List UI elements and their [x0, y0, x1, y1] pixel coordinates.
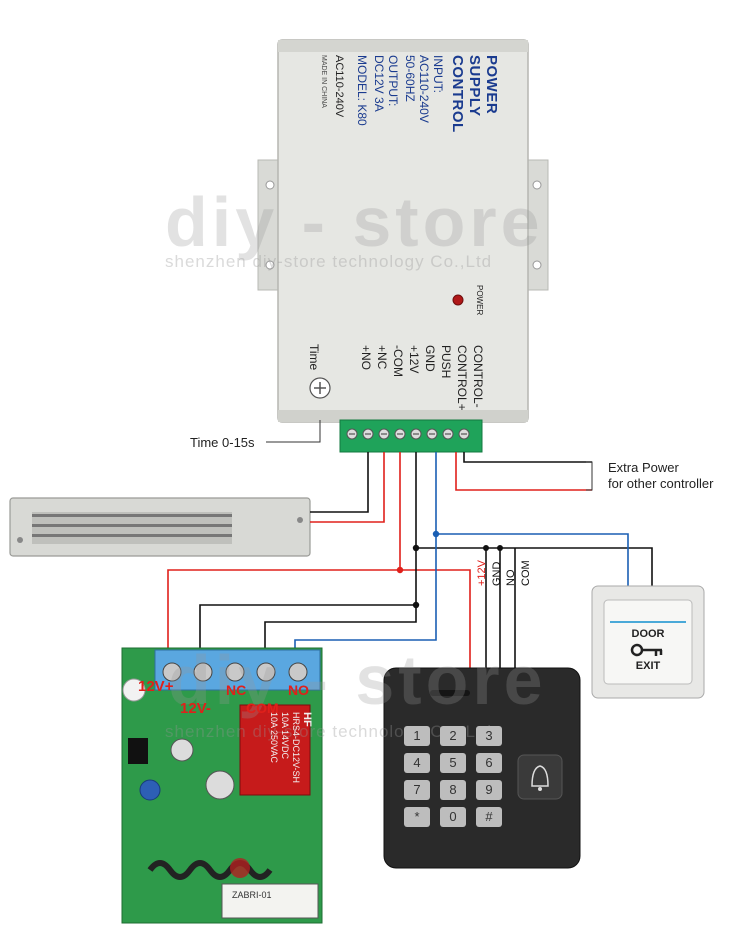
key-3[interactable]: 3: [476, 726, 502, 746]
psu-model: MODEL: K80: [355, 55, 369, 126]
relay-label-nc: NC: [226, 682, 247, 698]
terminal-label-nc: +NC: [375, 345, 389, 370]
time-range-callout: Time 0-15s: [190, 435, 255, 450]
relay-text-4: 10A 250VAC: [269, 712, 279, 763]
psu-output: OUTPUT: DC12V 3A: [372, 55, 400, 112]
relay-text-1: HF: [301, 712, 313, 727]
psu-title: POWER SUPPLY CONTROL: [449, 55, 500, 133]
key-8[interactable]: 8: [440, 780, 466, 800]
terminal-label-no: +NO: [359, 345, 373, 371]
terminal-label-12v: +12V: [407, 345, 421, 374]
relay-text-3: 10A 14VDC: [280, 712, 290, 760]
relay-label-12v-minus: 12V-: [180, 700, 211, 717]
key-hash[interactable]: #: [476, 807, 502, 827]
bell-icon: [531, 765, 549, 791]
relay-label-com: COM: [246, 700, 279, 716]
exit-button-line1[interactable]: DOOR: [631, 628, 665, 640]
exit-button-line2[interactable]: EXIT: [635, 660, 661, 672]
power-supply-box: [277, 39, 529, 423]
exit-button-plate: [591, 585, 705, 699]
time-callout-line: [266, 420, 321, 443]
wiring: [167, 452, 653, 668]
extra-power-callout-1: Extra Power: [608, 460, 679, 475]
psu-made-in: MADE IN CHINA: [320, 55, 327, 108]
terminal-label-com: -COM: [391, 345, 405, 377]
time-label: Time: [307, 344, 321, 371]
terminal-label-push: PUSH: [439, 345, 453, 379]
psu-terminal-block: [339, 419, 483, 453]
time-potentiometer[interactable]: [309, 377, 331, 399]
key-4[interactable]: 4: [404, 753, 430, 773]
keypad-wire-label-com: COM: [520, 560, 532, 586]
relay-board: [121, 647, 323, 924]
keypad-keys: 1 2 3 4 5 6 7 8 9 * 0 #: [404, 726, 506, 827]
key-2[interactable]: 2: [440, 726, 466, 746]
terminal-label-control-plus: CONTROL+: [455, 345, 469, 411]
watermark-top: diy - store: [165, 183, 544, 261]
relay-label-no: NO: [288, 682, 309, 698]
terminal-label-control-minus: CONTROL-: [471, 345, 485, 408]
key-9[interactable]: 9: [476, 780, 502, 800]
relay-text-2: HRS4-DC12V-SH: [291, 712, 301, 784]
psu-input: INPUT: AC110-240V 50-60HZ: [403, 55, 445, 123]
relay-chip-text: ZABRI-01: [232, 890, 272, 900]
key-5[interactable]: 5: [440, 753, 466, 773]
watermark-top-sub: shenzhen diy-store technology Co.,Ltd: [165, 252, 493, 271]
key-1[interactable]: 1: [404, 726, 430, 746]
relay-label-12v-plus: 12V+: [138, 678, 174, 695]
keypad-wire-label-12v: +12V: [476, 560, 488, 586]
watermark-bottom: diy - store: [168, 641, 547, 719]
key-0[interactable]: 0: [440, 807, 466, 827]
keypad-wire-label-gnd: GND: [491, 561, 503, 586]
key-star[interactable]: *: [404, 807, 430, 827]
power-led: [452, 294, 464, 306]
wire-junctions: [396, 530, 503, 609]
key-6[interactable]: 6: [476, 753, 502, 773]
terminal-label-gnd: GND: [423, 345, 437, 372]
key-7[interactable]: 7: [404, 780, 430, 800]
extra-power-callout-2: for other controller: [608, 476, 714, 491]
psu-ac-label: AC110-240V: [333, 55, 345, 118]
keypad-wire-label-no: NO: [505, 569, 517, 587]
key-icon: [630, 643, 663, 657]
magnetic-lock: [9, 497, 311, 557]
power-led-label: POWER: [475, 285, 484, 316]
